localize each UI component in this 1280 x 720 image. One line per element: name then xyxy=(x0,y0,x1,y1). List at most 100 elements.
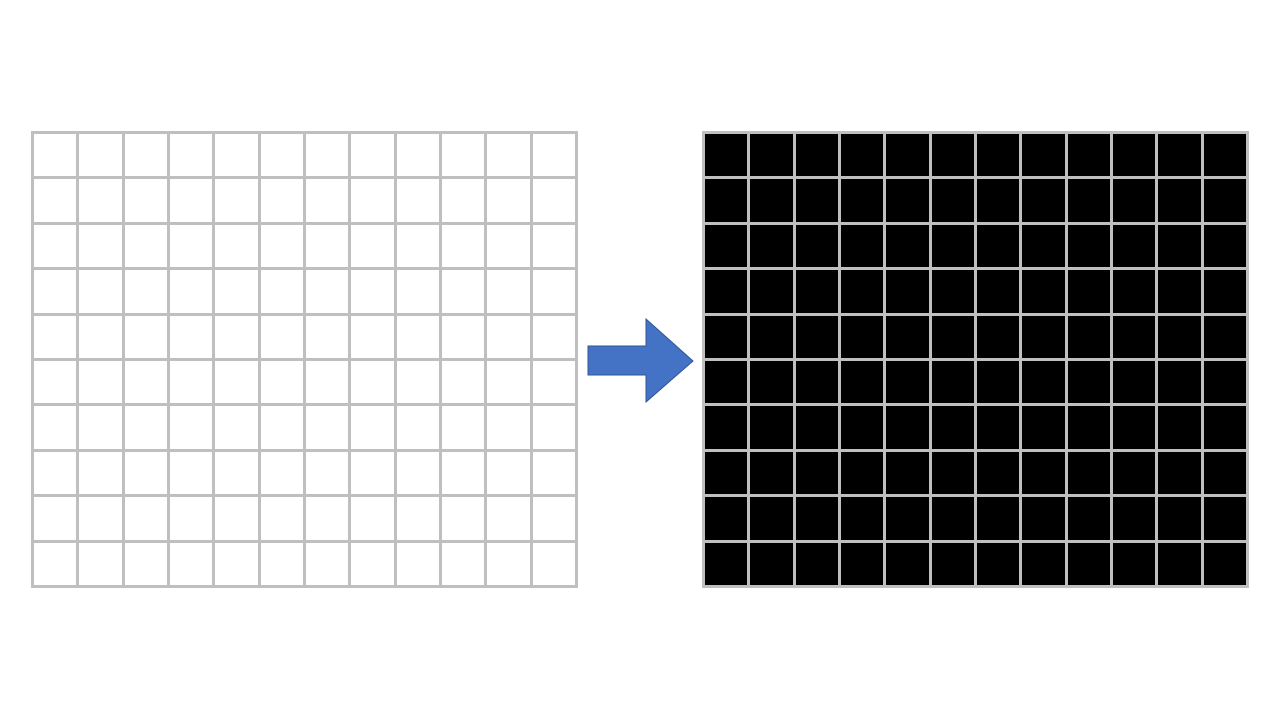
empty-grid-cell xyxy=(124,497,167,540)
empty-grid-cell xyxy=(532,315,575,358)
filled-grid-cell xyxy=(1203,497,1246,540)
filled-grid-cell xyxy=(840,224,884,268)
empty-grid-cell xyxy=(260,361,303,404)
empty-grid-cell xyxy=(487,451,530,495)
empty-grid-cell xyxy=(260,497,303,540)
empty-grid xyxy=(31,131,578,588)
empty-grid-cell xyxy=(215,451,258,495)
empty-grid-cell xyxy=(260,224,303,268)
filled-grid-cell xyxy=(1112,134,1156,177)
empty-grid-cell xyxy=(532,497,575,540)
empty-grid-cell xyxy=(487,406,530,449)
filled-grid-cell xyxy=(1203,542,1246,585)
filled-grid-cell xyxy=(840,542,884,585)
filled-grid-cell xyxy=(886,542,929,585)
empty-grid-cell xyxy=(305,361,349,404)
empty-grid-cell xyxy=(441,315,485,358)
filled-grid-cell xyxy=(840,406,884,449)
empty-grid-cell xyxy=(169,497,213,540)
empty-grid-cell xyxy=(305,270,349,313)
empty-grid-cell xyxy=(487,361,530,404)
filled-grid-cell xyxy=(1158,361,1201,404)
filled-grid-cell xyxy=(705,497,748,540)
empty-grid-cell xyxy=(532,134,575,177)
empty-grid-cell xyxy=(305,179,349,222)
empty-grid-cell xyxy=(351,179,394,222)
empty-grid-cell xyxy=(396,497,439,540)
empty-grid-cell xyxy=(79,497,122,540)
empty-grid-cell xyxy=(34,542,77,585)
filled-grid-cell xyxy=(795,361,838,404)
empty-grid-cell xyxy=(260,542,303,585)
filled-grid-cell xyxy=(1203,134,1246,177)
filled-grid-cell xyxy=(705,179,748,222)
filled-grid-cell xyxy=(886,224,929,268)
filled-grid-cell xyxy=(1022,224,1065,268)
empty-grid-cell xyxy=(79,542,122,585)
filled-grid xyxy=(702,131,1249,588)
filled-grid-cell xyxy=(795,497,838,540)
empty-grid-cell xyxy=(79,361,122,404)
empty-grid-cell xyxy=(396,224,439,268)
empty-grid-cell xyxy=(396,451,439,495)
empty-grid-cell xyxy=(215,542,258,585)
filled-grid-cell xyxy=(1158,224,1201,268)
empty-grid-cell xyxy=(441,270,485,313)
empty-grid-cell xyxy=(34,224,77,268)
filled-grid-cell xyxy=(1112,451,1156,495)
empty-grid-cell xyxy=(79,315,122,358)
filled-grid-cell xyxy=(1112,315,1156,358)
empty-grid-cell xyxy=(351,224,394,268)
filled-grid-cell xyxy=(1158,179,1201,222)
filled-grid-cell xyxy=(1203,270,1246,313)
filled-grid-cell xyxy=(1067,451,1110,495)
empty-grid-cell xyxy=(487,497,530,540)
filled-grid-cell xyxy=(976,497,1020,540)
empty-grid-cell xyxy=(260,315,303,358)
filled-grid-cell xyxy=(750,315,793,358)
empty-grid-cell xyxy=(34,451,77,495)
empty-grid-cell xyxy=(396,315,439,358)
filled-grid-cell xyxy=(795,406,838,449)
empty-grid-cell xyxy=(169,406,213,449)
filled-grid-cell xyxy=(1158,406,1201,449)
filled-grid-cell xyxy=(931,134,974,177)
empty-grid-cell xyxy=(487,134,530,177)
empty-grid-cell xyxy=(169,179,213,222)
filled-grid-cell xyxy=(1158,270,1201,313)
filled-grid-cell xyxy=(795,134,838,177)
filled-grid-cell xyxy=(705,270,748,313)
empty-grid-cell xyxy=(124,224,167,268)
empty-grid-cell xyxy=(260,270,303,313)
empty-grid-cell xyxy=(79,224,122,268)
filled-grid-cell xyxy=(1022,406,1065,449)
empty-grid-cell xyxy=(169,451,213,495)
filled-grid-cell xyxy=(795,315,838,358)
filled-grid-cell xyxy=(976,451,1020,495)
filled-grid-cell xyxy=(1203,451,1246,495)
empty-grid-cell xyxy=(396,134,439,177)
empty-grid-cell xyxy=(79,179,122,222)
filled-grid-cell xyxy=(1158,542,1201,585)
empty-grid-cell xyxy=(79,406,122,449)
filled-grid-cell xyxy=(840,315,884,358)
filled-grid-cell xyxy=(750,270,793,313)
filled-grid-cell xyxy=(750,224,793,268)
empty-grid-cell xyxy=(396,542,439,585)
empty-grid-cell xyxy=(351,134,394,177)
filled-grid-cell xyxy=(705,451,748,495)
empty-grid-cell xyxy=(351,361,394,404)
filled-grid-cell xyxy=(976,179,1020,222)
filled-grid-cell xyxy=(705,224,748,268)
empty-grid-cell xyxy=(215,224,258,268)
empty-grid-cell xyxy=(169,361,213,404)
empty-grid-cell xyxy=(215,134,258,177)
filled-grid-cell xyxy=(1022,542,1065,585)
filled-grid-cell xyxy=(1112,224,1156,268)
empty-grid-cell xyxy=(124,361,167,404)
filled-grid-cell xyxy=(1067,406,1110,449)
empty-grid-cell xyxy=(34,179,77,222)
filled-grid-cell xyxy=(1022,134,1065,177)
filled-grid-cell xyxy=(840,179,884,222)
filled-grid-cell xyxy=(1112,361,1156,404)
